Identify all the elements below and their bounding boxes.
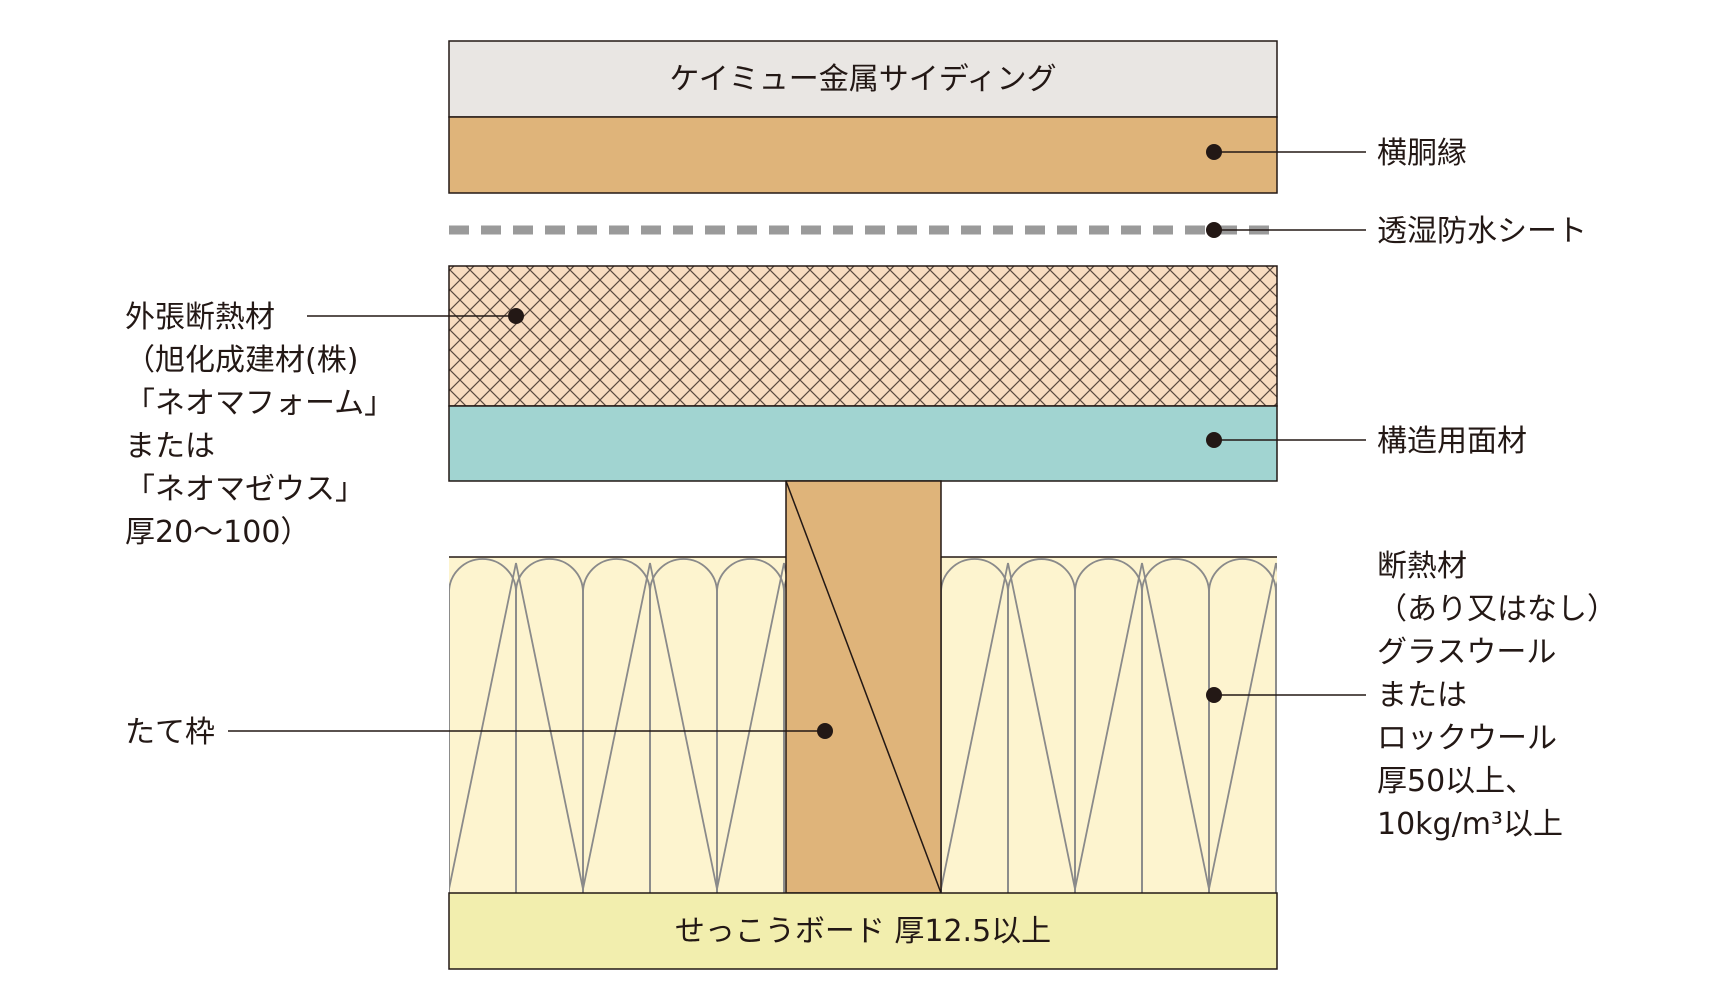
furring-strip-layer: [448, 116, 1278, 194]
membrane-label: 透湿防水シート: [1377, 214, 1587, 249]
exterior-insulation-hatch: [448, 265, 1278, 407]
cavity-insulation-label: 断熱材 （あり又はなし） グラスウール または ロックウール 厚50以上、 10…: [1377, 549, 1627, 842]
siding-label: ケイミュー金属サイディング: [669, 62, 1056, 97]
batt-loop: [716, 558, 785, 893]
furring-label: 横胴縁: [1377, 136, 1467, 171]
gypsum-board-label: せっこうボード 厚12.5以上: [675, 914, 1051, 949]
membrane-leader-dot: [1206, 222, 1222, 238]
batt-pattern-left: [449, 558, 786, 893]
exterior-insulation-label-line: （旭化成建材(株): [125, 343, 358, 378]
cavity-insulation-label-line: グラスウール: [1377, 635, 1556, 670]
stud-leader-dot: [817, 723, 833, 739]
stud-diagonal: [785, 480, 942, 894]
cavity-insulation-label-line: 10kg/m³以上: [1377, 807, 1563, 842]
structural-panel-label: 構造用面材: [1377, 424, 1527, 459]
cavity-insulation-label-line: ロックウール: [1377, 721, 1557, 756]
siding-layer: [448, 40, 1278, 118]
exterior-insulation-label-line: または: [125, 429, 215, 464]
cavity-insulation-label-line: （あり又はなし）: [1377, 592, 1617, 627]
batt-loop: [515, 558, 584, 893]
exterior-insulation-label: 外張断熱材 （旭化成建材(株) 「ネオマフォーム」 または 「ネオマゼウス」 厚…: [125, 300, 404, 550]
exterior-insulation-leader-dot: [508, 308, 524, 324]
cavity-insulation-label-line: または: [1377, 678, 1467, 713]
exterior-insulation-label-line: 「ネオマフォーム」: [125, 386, 394, 421]
batt-loop: [1208, 558, 1277, 893]
batt-zigzag: [449, 562, 786, 890]
batt-loop: [1141, 558, 1210, 893]
gypsum-board-layer: [448, 892, 1278, 970]
cavity-insulation-label-line: 厚50以上、: [1377, 764, 1535, 799]
batt-loop: [1074, 558, 1143, 893]
batt-loop: [1007, 558, 1076, 893]
exterior-insulation-label-line: 「ネオマゼウス」: [125, 472, 365, 507]
cavity-insulation-leader-dot: [1206, 687, 1222, 703]
furring-leader-dot: [1206, 144, 1222, 160]
cavity-insulation-label-line: 断熱材: [1377, 549, 1467, 584]
batt-loop: [1275, 581, 1277, 893]
batt-zigzag: [941, 562, 1277, 890]
batt-loop: [449, 558, 517, 893]
batt-loop: [449, 585, 450, 893]
batt-pattern-right: [941, 558, 1277, 893]
exterior-insulation-label-line: 外張断熱材: [125, 300, 275, 335]
panel-leader-dot: [1206, 432, 1222, 448]
stud-label: たて枠: [125, 715, 215, 750]
exterior-insulation-label-line: 厚20〜100）: [125, 515, 310, 550]
batt-loop: [941, 558, 1009, 893]
batt-loop: [582, 558, 651, 893]
structural-panel-layer: [448, 405, 1278, 482]
batt-loop: [649, 558, 718, 893]
